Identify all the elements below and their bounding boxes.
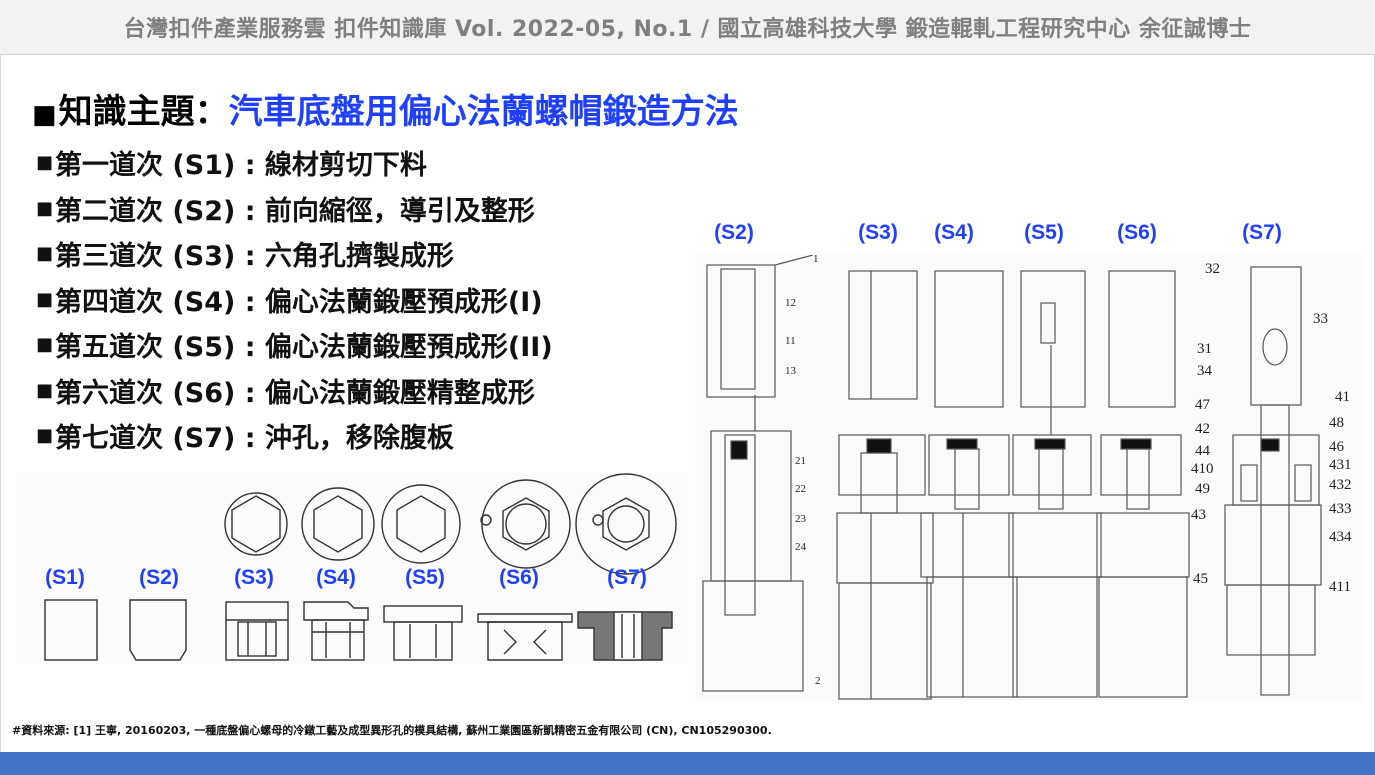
step-text: 第一道次 (S1) : 線材剪切下料: [55, 150, 427, 182]
step-item: ■第三道次 (S3) : 六角孔擠製成形: [36, 231, 553, 277]
s7-section: [577, 611, 673, 661]
step-list: ■第一道次 (S1) : 線材剪切下料 ■第二道次 (S2) : 前向縮徑，導引…: [36, 140, 553, 459]
s7-part-number: 411: [1329, 579, 1351, 595]
bottom-bar: [0, 752, 1375, 775]
right-stage-label-s5: (S5): [1024, 221, 1064, 244]
s7-part-number: 431: [1329, 457, 1352, 473]
step-text: 第三道次 (S3) : 六角孔擠製成形: [55, 241, 454, 273]
right-stage-label-s7: (S7): [1242, 221, 1282, 244]
header-text: 台灣扣件產業服務雲 扣件知識庫 Vol. 2022-05, No.1 / 國立高…: [123, 17, 1252, 42]
left-stage-label-s2: (S2): [139, 566, 179, 589]
s6-top-view: [480, 479, 571, 569]
source-citation: #資料來源: [1] 王寧, 20160203, 一種底盤偏心螺母的冷鐓工藝及成…: [12, 724, 772, 737]
s4-section: [303, 601, 369, 661]
s7-part-number: 46: [1329, 439, 1344, 455]
left-stage-label-s1: (S1): [45, 566, 85, 589]
step-item: ■第五道次 (S5) : 偏心法蘭鍛壓預成形(II): [36, 322, 553, 368]
workpiece-progression-figure: (S1) (S2) (S3) (S4) (S5) (S6) (S7): [16, 472, 688, 664]
step-text: 第六道次 (S6) : 偏心法蘭鍛壓精整成形: [55, 377, 535, 409]
left-stage-label-s3: (S3): [234, 566, 274, 589]
s6-die-section: [1096, 270, 1190, 698]
s1-billet-shape: [44, 599, 98, 661]
step-item: ■第七道次 (S7) : 沖孔，移除腹板: [36, 413, 553, 459]
s5-die-section: [1008, 270, 1102, 698]
s7-part-number: 434: [1329, 529, 1352, 545]
right-stage-label-s2: (S2): [714, 221, 754, 244]
s7-part-number: 42: [1195, 421, 1210, 437]
s7-part-number: 410: [1191, 461, 1214, 477]
step-item: ■第一道次 (S1) : 線材剪切下料: [36, 140, 553, 186]
s7-part-number: 48: [1329, 415, 1344, 431]
s2-die-section: [702, 254, 814, 692]
s7-top-view: [575, 473, 677, 575]
s7-part-number: 32: [1205, 261, 1220, 277]
page-title: ■ 知識主題： 汽車底盤用偏心法蘭螺帽鍛造方法: [32, 84, 739, 132]
step-bullet: ■: [36, 288, 54, 310]
left-stage-label-s7: (S7): [607, 566, 647, 589]
s3-die-section: [836, 270, 934, 700]
s2-part-number: 13: [785, 365, 796, 377]
right-stage-label-s6: (S6): [1117, 221, 1157, 244]
s5-top-view: [381, 484, 461, 564]
step-text: 第七道次 (S7) : 沖孔，移除腹板: [55, 423, 454, 455]
step-bullet: ■: [36, 334, 54, 356]
s7-part-number: 41: [1335, 389, 1350, 405]
workpiece-drawing: [44, 473, 677, 661]
title-topic: 汽車底盤用偏心法蘭螺帽鍛造方法: [228, 92, 739, 132]
step-text: 第四道次 (S4) : 偏心法蘭鍛壓預成形(I): [55, 286, 543, 318]
step-text: 第五道次 (S5) : 偏心法蘭鍛壓預成形(II): [55, 332, 553, 364]
right-stage-label-s3: (S3): [858, 221, 898, 244]
s6-section: [477, 613, 573, 661]
title-bullet: ■: [32, 100, 57, 130]
s7-part-number: 44: [1195, 443, 1210, 459]
s2-part-number: 22: [795, 483, 806, 495]
s2-part-number: 1: [813, 253, 819, 265]
s7-part-number: 31: [1197, 341, 1212, 357]
die-tooling-figure: (S2) (S3) (S4) (S5) (S6) (S7) 1 12 11 13…: [695, 221, 1363, 701]
s7-part-number: 34: [1197, 363, 1212, 379]
step-item: ■第二道次 (S2) : 前向縮徑，導引及整形: [36, 186, 553, 232]
s2-part-number: 12: [785, 297, 796, 309]
title-prefix: 知識主題：: [58, 92, 229, 132]
s2-preform-shape: [129, 599, 187, 661]
left-stage-label-s4: (S4): [316, 566, 356, 589]
s4-top-view: [301, 487, 375, 561]
left-border: [0, 54, 1, 752]
s5-section: [383, 605, 463, 661]
s7-part-number: 47: [1195, 397, 1210, 413]
step-item: ■第六道次 (S6) : 偏心法蘭鍛壓精整成形: [36, 368, 553, 414]
s7-die-section: [1224, 266, 1322, 696]
s2-part-number: 11: [785, 335, 796, 347]
s2-part-number: 23: [795, 513, 806, 525]
step-bullet: ■: [36, 243, 54, 265]
s2-part-number: 21: [795, 455, 806, 467]
s7-part-number: 49: [1195, 481, 1210, 497]
s7-part-number: 45: [1193, 571, 1208, 587]
s3-section: [225, 601, 289, 661]
s7-part-number: 43: [1191, 507, 1206, 523]
step-item: ■第四道次 (S4) : 偏心法蘭鍛壓預成形(I): [36, 277, 553, 323]
s2-part-number: 2: [815, 675, 821, 687]
step-bullet: ■: [36, 197, 54, 219]
s7-part-number: 433: [1329, 501, 1352, 517]
step-bullet: ■: [36, 152, 54, 174]
die-sections-drawing: [702, 254, 1322, 700]
s2-part-number: 24: [795, 541, 806, 553]
s7-part-number: 432: [1329, 477, 1352, 493]
s4-die-section: [920, 270, 1018, 698]
header-bar: 台灣扣件產業服務雲 扣件知識庫 Vol. 2022-05, No.1 / 國立高…: [0, 0, 1375, 55]
step-bullet: ■: [36, 425, 54, 447]
right-stage-label-s4: (S4): [934, 221, 974, 244]
step-text: 第二道次 (S2) : 前向縮徑，導引及整形: [55, 195, 535, 227]
s3-top-view: [224, 492, 288, 556]
step-bullet: ■: [36, 379, 54, 401]
left-stage-label-s5: (S5): [405, 566, 445, 589]
left-stage-label-s6: (S6): [499, 566, 539, 589]
s7-part-number: 33: [1313, 311, 1328, 327]
